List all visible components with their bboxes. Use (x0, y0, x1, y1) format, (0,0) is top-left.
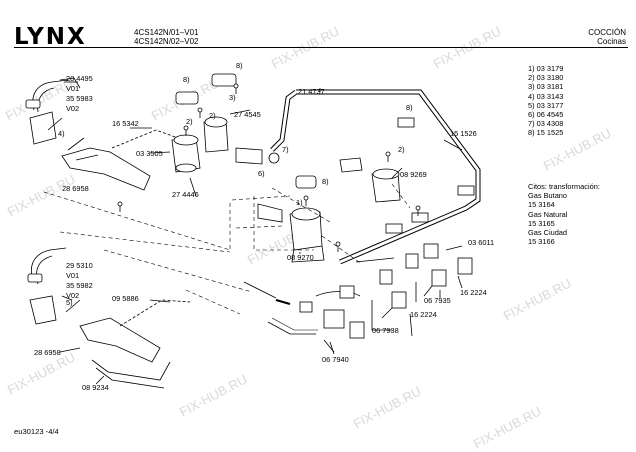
callout-number: 8) (236, 61, 243, 70)
legend-item: 4) 03 3143 (528, 91, 564, 101)
category-title: COCCIÓN (588, 28, 626, 37)
legend-item: 7) 03 4308 (528, 119, 564, 129)
conversion-line: Gas Butano (528, 191, 568, 201)
part-label: 16 2224 (460, 288, 487, 297)
part-label: V01 (66, 271, 80, 280)
part-label: 28 4495 (66, 74, 93, 83)
callout-number: 8) (183, 75, 190, 84)
part-label: 28 6958 (34, 348, 61, 357)
part-label: 08 9270 (287, 253, 314, 262)
part-label: 16 5342 (112, 119, 139, 128)
callout-number: 4) (58, 129, 65, 138)
part-label: 06 7935 (424, 296, 451, 305)
legend-item: 6) 06 4545 (528, 110, 564, 120)
callout-number: 1) (296, 198, 303, 207)
callout-number: 2) (398, 145, 405, 154)
part-label: V02 (66, 104, 80, 113)
conversion-title: Citos: transformación: (528, 182, 600, 191)
callout-number: 5) (66, 298, 73, 307)
callout-number: 2) (209, 111, 216, 120)
model-number: 4CS142N/02–V02 (134, 37, 199, 46)
conversion-line: Gas Ciudad (528, 228, 568, 238)
part-label: V01 (66, 84, 80, 93)
model-number: 4CS142N/01–V01 (134, 28, 199, 37)
part-label: 08 9269 (400, 170, 427, 179)
legend-item: 1) 03 3179 (528, 64, 564, 73)
page-footer: eu30123 -4/4 (14, 427, 59, 436)
brand-logo: LYNX (14, 24, 87, 50)
callout-number: 8) (322, 177, 329, 186)
part-label: 28 6958 (62, 184, 89, 193)
part-label: 29 5310 (66, 261, 93, 270)
part-label: 35 5982 (66, 281, 93, 290)
part-label: 06 7940 (322, 355, 349, 364)
part-label: 06 7938 (372, 326, 399, 335)
part-label: 08 9234 (82, 383, 109, 392)
legend-item: 3) 03 3181 (528, 82, 564, 92)
legend-item: 5) 03 3177 (528, 100, 564, 110)
conversion-line: 15 3165 (528, 218, 555, 228)
conversion-line: Gas Natural (528, 209, 568, 219)
callout-number: 7) (282, 145, 289, 154)
category-subtitle: Cocinas (597, 37, 626, 46)
header-divider (14, 47, 628, 48)
part-label: V02 (66, 291, 80, 300)
part-label: 21 4737 (298, 87, 325, 96)
part-label: 27 4446 (172, 190, 199, 199)
callout-number: 8) (406, 103, 413, 112)
callout-number: 3) (229, 93, 236, 102)
legend-item: 2) 03 3180 (528, 73, 564, 83)
part-label: 03 6011 (468, 238, 495, 247)
legend-item: 8) 15 1525 (528, 128, 564, 138)
callout-number: 2) (186, 117, 193, 126)
callout-number: 6) (258, 169, 265, 178)
conversion-line: 15 3166 (528, 237, 555, 247)
part-label: 16 2224 (410, 310, 437, 319)
conversion-line: 15 3164 (528, 200, 555, 210)
parts-legend: 1) 03 3179 2) 03 3180 3) 03 3181 4) 03 3… (528, 64, 563, 138)
conversion-kits: Citos: transformación: Gas Butano 15 316… (528, 182, 600, 246)
part-label: 03 3505 (136, 149, 163, 158)
part-label: 27 4545 (234, 110, 261, 119)
part-label: 09 5886 (112, 294, 139, 303)
part-label: 35 5983 (66, 94, 93, 103)
part-label: 15 1526 (450, 129, 477, 138)
